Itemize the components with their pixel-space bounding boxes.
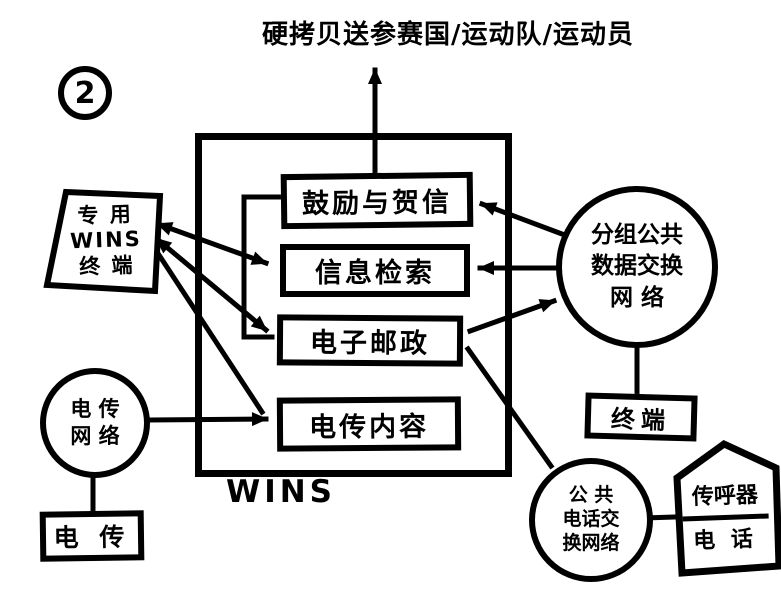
node-phone-network: 公 共 电话交 换网络 xyxy=(529,458,653,582)
node-packet-data-network: 分组公共 数据交换 网 络 xyxy=(556,186,718,348)
module-electronic-mail: 电子邮政 xyxy=(276,314,464,367)
pager-label: 传呼器 xyxy=(681,476,769,522)
module-info-retrieval: 信息检索 xyxy=(280,244,470,297)
node-dedicated-wins-terminal: 专 用 WINS 终 端 xyxy=(42,183,170,301)
node-telex-network: 电 传 网 络 xyxy=(40,368,150,478)
wins-system-label: WINS xyxy=(226,474,336,510)
node-terminal: 终端 xyxy=(584,392,698,442)
paper-shape xyxy=(43,188,164,295)
module-telex-content: 电传内容 xyxy=(276,396,462,452)
node-telex: 电 传 xyxy=(39,510,145,562)
phone-label: 电 话 xyxy=(692,526,758,555)
node-pager-phone: 传呼器 电 话 xyxy=(666,436,781,584)
dedicated-terminal-label: 专 用 WINS 终 端 xyxy=(69,202,143,279)
house-shape xyxy=(673,439,781,577)
figure-number-badge: 2 xyxy=(58,66,112,120)
figure-title: 硬拷贝送参赛国/运动队/运动员 xyxy=(262,20,634,50)
module-encouragement-letters: 鼓励与贺信 xyxy=(280,171,474,230)
wins-system-box xyxy=(195,133,512,477)
